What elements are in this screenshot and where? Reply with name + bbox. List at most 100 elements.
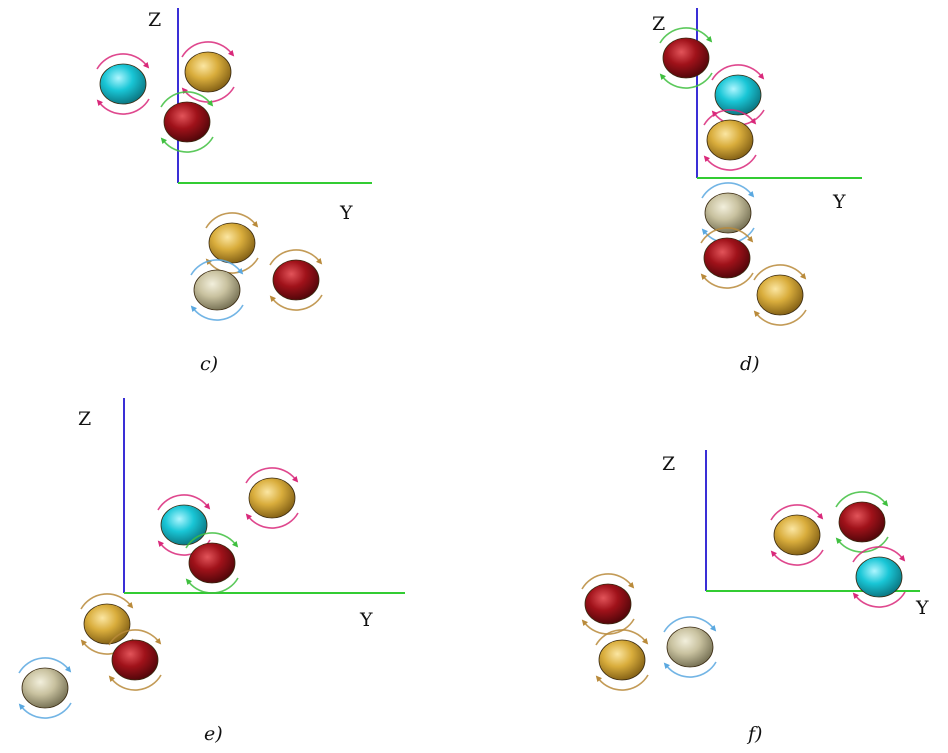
spin-sphere-beige [663,616,717,678]
spin-arrow-head [127,602,134,609]
spin-arrow-head [228,50,235,57]
spin-arrow-arc [108,629,159,646]
spin-arrow-arc [581,573,632,590]
spin-sphere-darkred [269,249,323,311]
sphere-group [659,27,807,326]
spin-sphere-darkred [700,227,754,289]
spin-arrow-head [237,268,244,275]
spin-arrow-head [292,476,299,483]
spin-arrow-arc [852,546,903,563]
spin-arrow-arc [269,249,320,266]
spin-arrow-head [710,625,717,632]
sphere-cyan [855,556,903,598]
spin-arrow-head [595,675,602,682]
spin-sphere-gold [245,467,299,529]
spin-arrow-head [155,638,162,645]
spin-arrow-head [758,73,765,80]
spin-arrow-arc [711,64,762,81]
sphere-group [581,491,906,691]
spin-arrow-head [701,228,708,235]
sphere-cyan [714,74,762,116]
spin-arrow-arc [666,661,717,678]
sphere-beige [193,269,241,311]
spin-arrow-head [628,582,635,589]
sphere-gold [598,639,646,681]
spin-arrow-arc [700,227,751,244]
spin-sphere-gold [181,41,235,103]
spin-sphere-cyan [157,494,211,556]
spin-arrow-head [269,295,276,302]
spin-arrow-head [817,513,824,520]
spin-arrow-head [750,118,757,125]
spin-arrow-arc [193,304,244,321]
sphere-darkred [188,542,236,584]
sphere-cyan [160,504,208,546]
spin-arrow-arc [185,532,236,549]
sphere-gold [706,119,754,161]
y-axis-label: Y [359,609,373,631]
spin-arrow-head [65,666,72,673]
spin-arrow-arc [18,657,69,674]
z-axis-label: Z [148,9,161,31]
spin-sphere-darkred [160,91,214,153]
z-axis-label: Z [652,13,665,35]
spin-sphere-gold [753,264,807,326]
panel-caption: f) [746,723,762,745]
spin-arrow-head [753,310,760,317]
panel-e: Z Y e) [18,398,405,745]
spin-arrow-head [642,638,649,645]
spin-arrow-arc [770,504,821,521]
sphere-darkred [272,259,320,301]
sphere-gold [773,514,821,556]
spin-arrow-arc [96,53,147,70]
sphere-beige [21,667,69,709]
z-axis-label: Z [78,408,91,430]
spin-arrow-head [747,236,754,243]
spin-arrow-arc [190,259,241,276]
spin-arrow-head [706,36,713,43]
spin-arrow-arc [663,616,714,633]
spin-arrow-head [748,191,755,198]
sphere-gold [208,222,256,264]
spin-sphere-cyan [96,53,150,115]
spin-arrow-head [207,100,214,107]
spin-arrow-arc [208,257,259,274]
spin-arrow-head [108,675,115,682]
spin-arrow-arc [838,536,889,553]
spin-arrow-arc [835,491,886,508]
spin-arrow-head [316,258,323,265]
spin-arrow-arc [703,109,754,126]
spin-arrow-arc [99,98,150,115]
spin-sphere-darkred [581,573,635,635]
spin-arrow-head [160,137,167,144]
spin-arrow-head [18,703,25,710]
spin-sphere-gold [595,629,649,691]
spin-arrow-arc [703,272,754,289]
sphere-darkred [662,37,710,79]
spin-arrow-arc [773,549,824,566]
panel-caption: d) [740,353,760,375]
spin-arrow-head [80,639,87,646]
spin-sphere-cyan [852,546,906,608]
spin-sphere-beige [190,259,244,321]
spin-arrow-arc [80,593,131,610]
panel-f: Z Y f) [581,450,929,745]
spin-sphere-beige [18,657,72,719]
sphere-darkred [584,583,632,625]
spin-sphere-beige [701,182,755,244]
y-axis-label: Y [339,202,353,224]
spin-sphere-gold [703,109,757,171]
spin-arrow-arc [157,494,208,511]
spin-sphere-gold [770,504,824,566]
y-axis-label: Y [832,191,846,213]
spin-sphere-gold [205,212,259,274]
spin-arrow-arc [756,309,807,326]
sphere-group [18,467,299,719]
spin-arrow-arc [701,182,752,199]
panel-c: Z Y c) [96,8,372,375]
panel-d: Z Y d) [652,8,862,375]
spin-sphere-darkred [659,27,713,89]
spin-arrow-arc [160,91,211,108]
spin-arrow-head [190,305,197,312]
spin-arrow-arc [181,41,232,58]
